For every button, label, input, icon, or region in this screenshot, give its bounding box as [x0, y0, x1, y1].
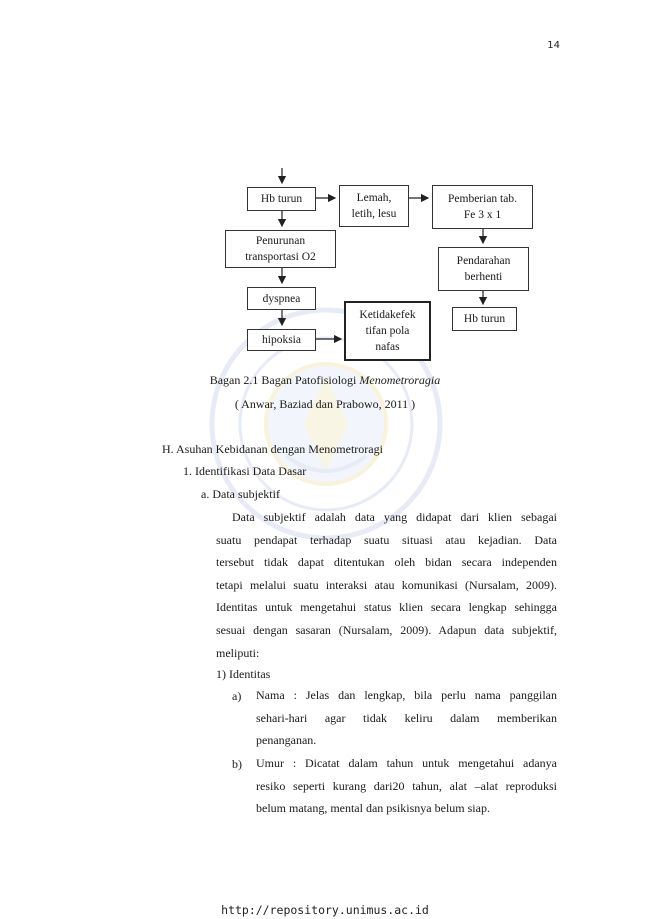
repository-footer-url: http://repository.unimus.ac.id	[221, 903, 429, 917]
box-lemah-letih-lesu: Lemah, letih, lesu	[339, 185, 409, 227]
identitas-item-nama: Nama : Jelas dan lengkap, bila perlu nam…	[256, 684, 557, 752]
paragraph-line: Identitas untuk mengetahui status klien …	[216, 600, 557, 615]
diagram-arrows	[277, 168, 488, 344]
box-hipoksia: hipoksia	[247, 329, 316, 351]
box-ketidakefektifan-pola-nafas: Ketidakefek tifan pola nafas	[344, 301, 431, 361]
box-hb-turun-2: Hb turun	[452, 307, 517, 331]
item-line: belum matang, mental dan psikisnya belum…	[256, 801, 490, 816]
subsection-data-subjektif: a. Data subjektif	[201, 487, 280, 501]
box-dyspnea: dyspnea	[247, 287, 316, 310]
item-line: Umur : Dicatat dalam tahun untuk mengeta…	[256, 756, 557, 770]
subsection-identifikasi: 1. Identifikasi Data Dasar	[183, 464, 307, 478]
paragraph-line: tetapi melalui suatu interaksi atau komu…	[216, 577, 557, 592]
box-hb-turun: Hb turun	[247, 187, 316, 211]
paragraph-line: suatu pendapat terhadap suatu situasi at…	[216, 532, 557, 547]
item-line: Nama : Jelas dan lengkap, bila perlu nam…	[256, 688, 557, 702]
identitas-heading: 1) Identitas	[216, 667, 271, 681]
box-penurunan-transportasi-o2: Penurunan transportasi O2	[225, 230, 336, 268]
item-marker-b: b)	[232, 757, 242, 771]
box-pemberian-tab-fe: Pemberian tab. Fe 3 x 1	[432, 185, 533, 229]
paragraph-line: tersebut tidak dapat ditentukan oleh bid…	[216, 555, 557, 570]
university-seal-watermark	[209, 307, 443, 541]
identitas-item-umur: Umur : Dicatat dalam tahun untuk mengeta…	[256, 752, 557, 820]
item-line: penanganan.	[256, 733, 317, 748]
diagram-caption: Bagan 2.1 Bagan Patofisiologi Menometror…	[209, 373, 441, 387]
item-marker-a: a)	[232, 689, 242, 703]
item-line: resiko seperti kurang dari20 tahun, alat…	[256, 778, 557, 793]
paragraph-line: sesuai dengan sasaran (Nursalam, 2009). …	[216, 622, 557, 637]
data-subjektif-paragraph: Data subjektif adalah data yang didapat …	[216, 506, 557, 664]
paragraph-line: Data subjektif adalah data yang didapat …	[232, 510, 557, 524]
item-line: sehari-hari agar tidak keliru dalam memb…	[256, 710, 557, 725]
page-number: 14	[547, 40, 560, 51]
diagram-source: ( Anwar, Baziad dan Prabowo, 2011 )	[234, 397, 416, 411]
section-heading: H. Asuhan Kebidanan dengan Menometroragi	[162, 442, 383, 456]
pathophysiology-diagram: Hb turun Lemah, letih, lesu Pemberian ta…	[0, 0, 650, 370]
box-pendarahan-berhenti: Pendarahan berhenti	[438, 247, 529, 291]
paragraph-line: meliputi:	[216, 645, 260, 660]
